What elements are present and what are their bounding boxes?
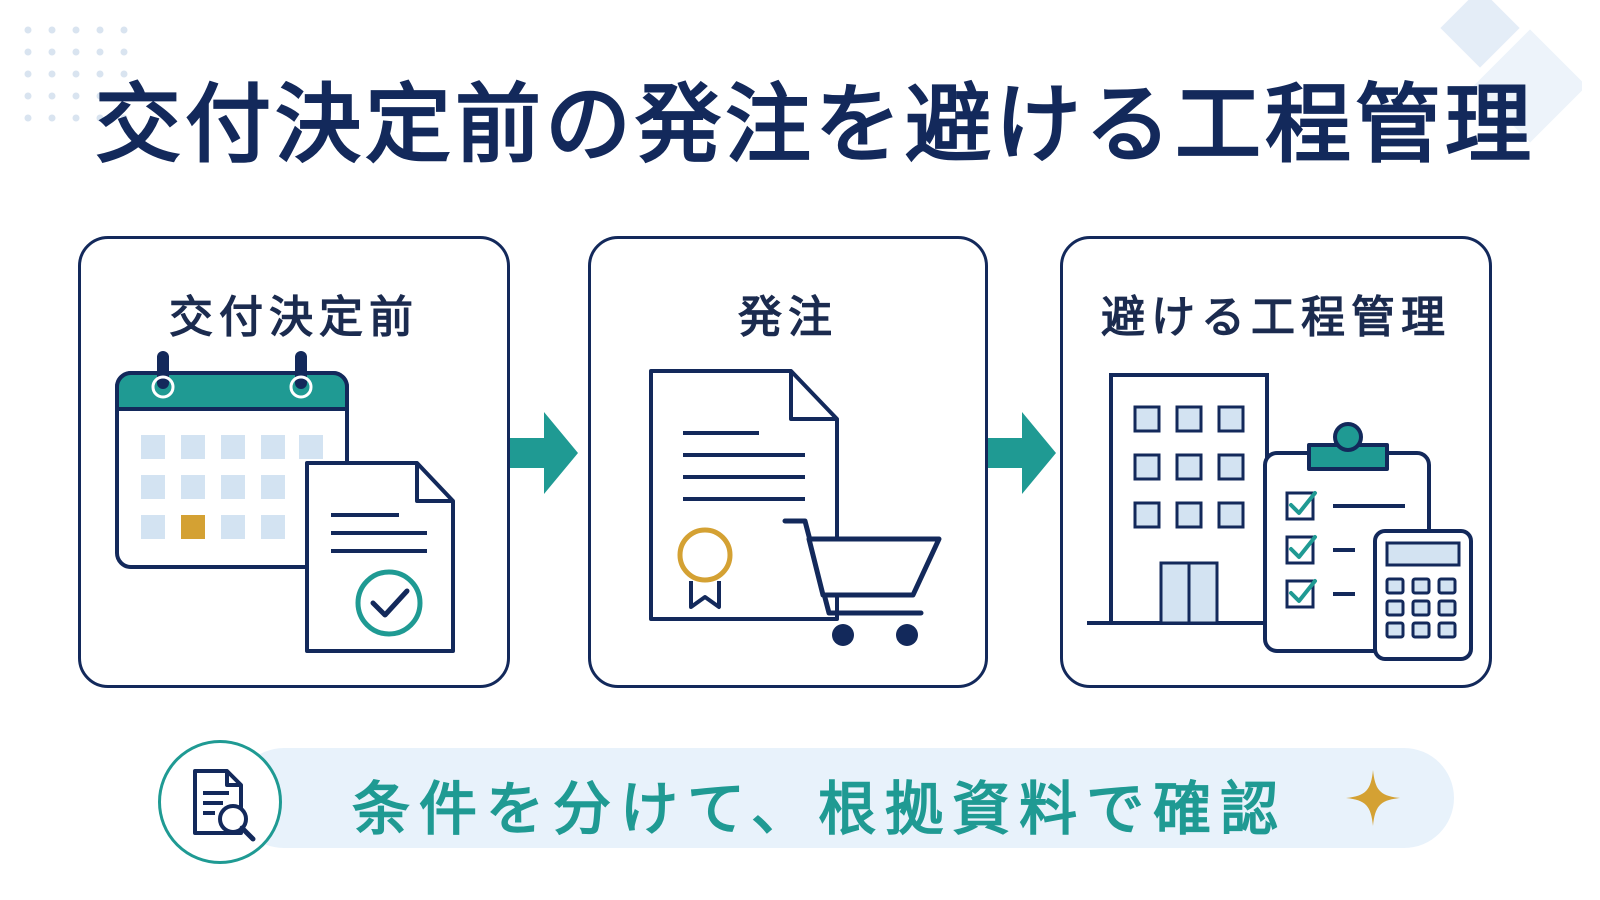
arrow-right-icon	[510, 412, 578, 494]
shopping-cart-icon	[782, 518, 942, 646]
sparkle-icon	[1346, 770, 1400, 826]
approved-document-icon	[305, 461, 455, 653]
step3-illustration	[1087, 373, 1473, 661]
document-search-badge	[158, 740, 282, 864]
certificate-document-icon	[649, 369, 839, 621]
step-panel-2: 発注	[588, 236, 988, 688]
office-building-icon	[1087, 373, 1269, 625]
arrow-right-icon	[988, 412, 1056, 494]
diamond-decoration	[1440, 0, 1582, 143]
page-title: 交付決定前の発注を避ける工程管理	[95, 75, 1535, 175]
calculator-icon	[1373, 529, 1473, 661]
step-label: 発注	[738, 292, 838, 343]
calendar-icon	[115, 351, 349, 569]
dot-grid-decoration	[24, 26, 128, 122]
document-search-icon	[193, 769, 256, 842]
step-label: 避ける工程管理	[1101, 292, 1451, 343]
step1-illustration	[115, 351, 455, 653]
step-label: 交付決定前	[169, 292, 419, 343]
summary-banner: 条件を分けて、根拠資料で確認	[234, 748, 1454, 848]
banner-text: 条件を分けて、根拠資料で確認	[352, 775, 1288, 843]
step-panel-1: 交付決定前	[78, 236, 510, 688]
step-panel-3: 避ける工程管理	[1060, 236, 1492, 688]
step2-illustration	[649, 369, 942, 646]
